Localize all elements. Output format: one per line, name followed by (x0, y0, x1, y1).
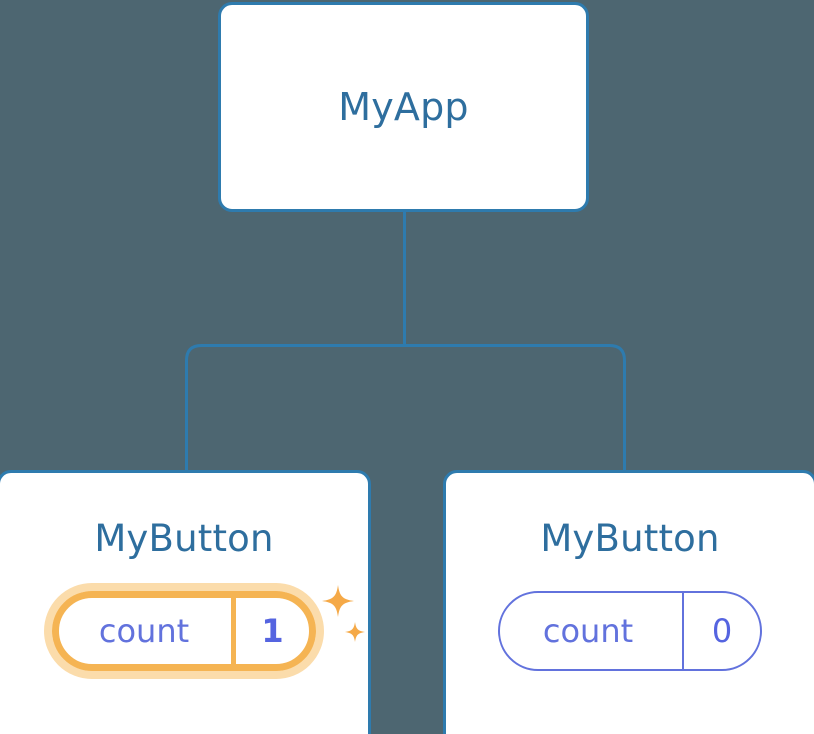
node-myapp[interactable]: MyApp (218, 2, 589, 212)
state-pill[interactable]: count 1 (52, 591, 316, 671)
highlight-glow (44, 583, 324, 679)
edge-to-right-child (404, 344, 626, 472)
state-pill-highlighted[interactable]: count 1 (44, 583, 365, 679)
state-value: 1 (231, 598, 309, 664)
sparkle-icon (345, 622, 365, 642)
state-pill-plain[interactable]: count 0 (490, 583, 770, 679)
node-mybutton-right[interactable]: MyButton count 0 (443, 470, 814, 734)
edge-to-left-child (185, 344, 405, 472)
node-title: MyButton (94, 517, 274, 560)
sparkle-icon (322, 585, 354, 617)
state-key: count (98, 612, 190, 650)
state-key: count (542, 612, 634, 650)
node-title: MyApp (338, 85, 469, 129)
node-mybutton-left[interactable]: MyButton count 1 (0, 470, 371, 734)
node-title: MyButton (540, 517, 720, 560)
node-body: MyButton count 0 (446, 473, 814, 679)
node-body: MyButton count 1 (0, 473, 368, 679)
state-value: 0 (682, 593, 760, 669)
state-pill[interactable]: count 0 (498, 591, 762, 671)
